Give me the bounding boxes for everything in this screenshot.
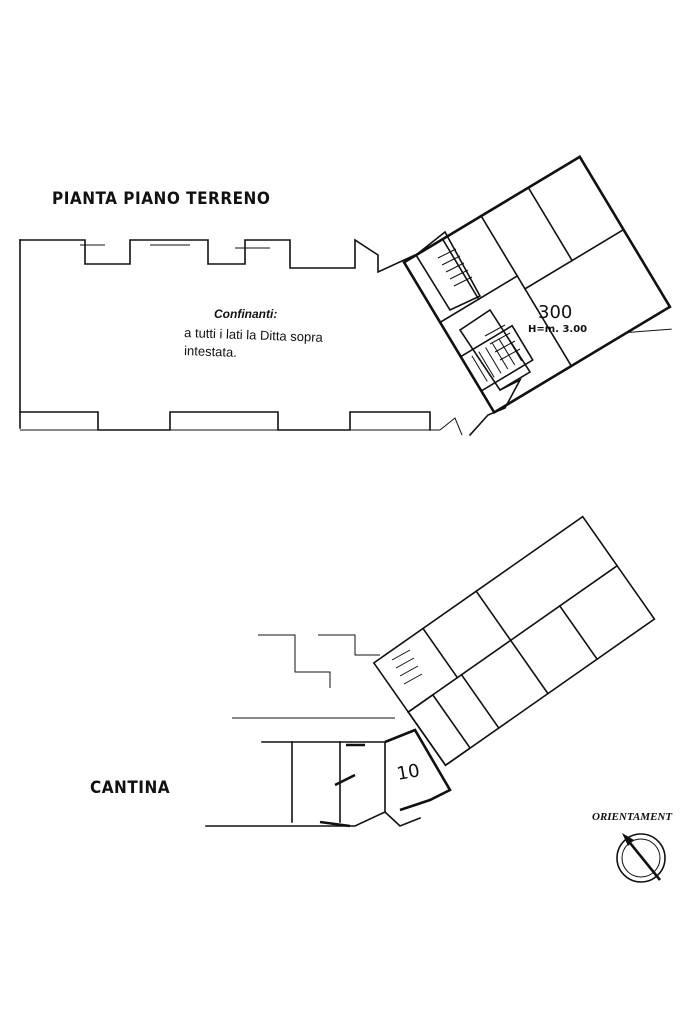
cellar-stairs (391, 649, 423, 685)
north-arrow-icon (616, 833, 666, 883)
unit-number: 300 (538, 302, 572, 323)
ground-floor-stairs (414, 230, 532, 437)
height-note: H=m. 3.00 (528, 324, 587, 335)
ground-floor-outline (19, 238, 463, 436)
ground-floor-title: PIANTA PIANO TERRENO (52, 189, 270, 209)
cellar-block (205, 515, 656, 828)
cellar-number: 10 (395, 760, 421, 785)
cellar-title: CANTINA (90, 778, 170, 798)
boundaries-heading: Confinanti: (214, 307, 277, 321)
boundaries-line2: intestata. (184, 343, 237, 360)
ground-floor-apartment (402, 154, 672, 415)
orientation-label: ORIENTAMENT (592, 811, 673, 823)
boundaries-line1: a tutti i lati la Ditta sopra (184, 325, 324, 345)
